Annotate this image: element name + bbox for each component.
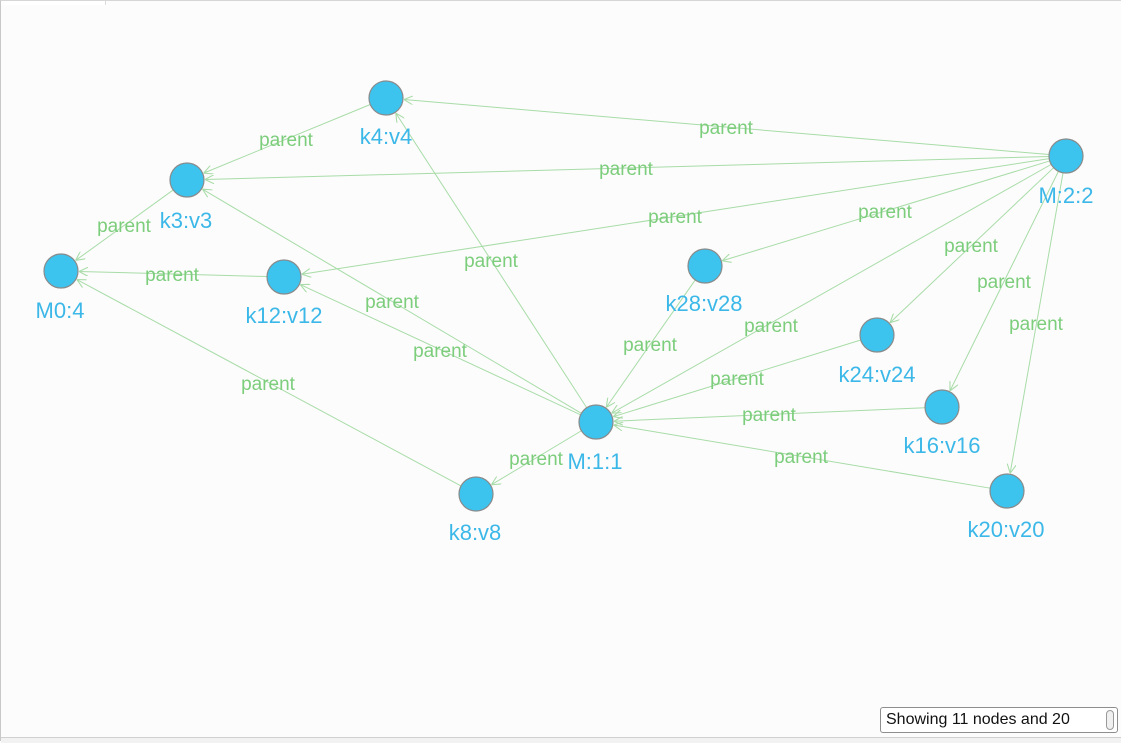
node-M0:4[interactable]: M0:4	[36, 253, 85, 323]
node-label: k20:v20	[967, 517, 1044, 542]
edge-M:1:1-to-k12:v12[interactable]	[300, 285, 581, 416]
edge-label: parent	[699, 118, 754, 139]
edge-M:2:2-to-k28:v28[interactable]	[722, 160, 1050, 261]
edge-label: parent	[1009, 314, 1064, 335]
edge-k28:v28-to-M:1:1[interactable]	[606, 279, 696, 407]
node-circle[interactable]	[43, 253, 79, 289]
edge-k3:v3-to-M0:4[interactable]	[76, 189, 174, 261]
edge-k24:v24-to-M:1:1[interactable]	[613, 339, 861, 417]
edge-label: parent	[365, 292, 420, 313]
node-k4:v4[interactable]: k4:v4	[360, 80, 413, 149]
edge-label: parent	[464, 251, 519, 272]
node-k3:v3[interactable]: k3:v3	[160, 162, 213, 233]
node-label: M0:4	[36, 298, 85, 323]
node-k8:v8[interactable]: k8:v8	[449, 476, 502, 545]
node-circle[interactable]	[169, 162, 205, 198]
edge-label: parent	[774, 447, 829, 468]
edge-k4:v4-to-k3:v3[interactable]	[204, 104, 371, 173]
edge-label: parent	[623, 335, 678, 356]
edge-label: parent	[259, 130, 314, 151]
edge-label: parent	[145, 265, 200, 286]
edge-label: parent	[241, 374, 296, 395]
edge-M:2:2-to-k3:v3[interactable]	[205, 155, 1050, 179]
edge-label: parent	[710, 369, 765, 390]
edge-M:2:2-to-k12:v12[interactable]	[302, 158, 1050, 275]
edge-M:2:2-to-M:1:1[interactable]	[612, 163, 1052, 413]
node-label: k3:v3	[160, 208, 213, 233]
edge-label: parent	[744, 316, 799, 337]
node-circle[interactable]	[859, 317, 895, 353]
edge-label: parent	[413, 341, 468, 362]
node-circle[interactable]	[989, 473, 1025, 509]
node-circle[interactable]	[1048, 138, 1084, 174]
node-k16:v16[interactable]: k16:v16	[903, 389, 981, 458]
edge-label: parent	[858, 202, 913, 223]
edge-M:2:2-to-k20:v20[interactable]	[1010, 172, 1064, 474]
node-k24:v24[interactable]: k24:v24	[838, 317, 916, 387]
node-circle[interactable]	[458, 476, 494, 512]
node-M:2:2[interactable]: M:2:2	[1038, 138, 1094, 208]
edges-layer	[76, 100, 1064, 489]
nodes-layer: M0:4 k3:v3 k4:v4 k12:v12 k8:v8 M:1:1 k28:v28 k2…	[36, 80, 1094, 545]
node-circle[interactable]	[578, 404, 614, 440]
edge-label: parent	[742, 405, 797, 426]
node-label: k4:v4	[360, 124, 413, 149]
node-label: M:1:1	[567, 449, 622, 474]
node-label: k28:v28	[665, 291, 742, 316]
edge-k12:v12-to-M0:4[interactable]	[79, 271, 268, 278]
node-label: k24:v24	[838, 362, 915, 387]
edge-M:1:1-to-k8:v8[interactable]	[491, 430, 582, 485]
edge-k8:v8-to-M0:4[interactable]	[77, 280, 462, 487]
edge-M:2:2-to-k4:v4[interactable]	[404, 100, 1050, 156]
edge-label: parent	[944, 236, 999, 257]
edge-k20:v20-to-M:1:1[interactable]	[614, 425, 991, 489]
node-k12:v12[interactable]: k12:v12	[245, 259, 323, 328]
node-label: M:2:2	[1038, 183, 1093, 208]
node-k28:v28[interactable]: k28:v28	[665, 248, 743, 316]
edge-label: parent	[977, 272, 1032, 293]
edge-label: parent	[97, 216, 152, 237]
edge-label: parent	[648, 207, 703, 228]
node-circle[interactable]	[368, 80, 404, 116]
node-k20:v20[interactable]: k20:v20	[967, 473, 1045, 542]
status-text: Showing 11 nodes and 20	[886, 711, 1070, 728]
edge-label: parent	[509, 449, 564, 470]
node-label: k16:v16	[903, 433, 980, 458]
node-label: k8:v8	[449, 520, 502, 545]
status-scrollbar[interactable]	[1106, 710, 1114, 730]
edge-M:1:1-to-k3:v3[interactable]	[202, 189, 582, 414]
edge-labels-layer: parent parent parent parent parent parent pare…	[97, 118, 1064, 470]
edge-k16:v16-to-M:1:1[interactable]	[614, 407, 926, 421]
node-circle[interactable]	[266, 259, 302, 295]
status-box[interactable]: Showing 11 nodes and 20	[880, 707, 1118, 733]
edge-M:1:1-to-k4:v4[interactable]	[396, 113, 588, 409]
edge-M:2:2-to-k24:v24[interactable]	[890, 167, 1055, 323]
tab-strip	[1, 1, 106, 5]
node-circle[interactable]	[687, 248, 723, 284]
bottom-bar	[1, 737, 1121, 743]
edge-M:2:2-to-k16:v16[interactable]	[950, 171, 1059, 391]
edge-label: parent	[599, 159, 654, 180]
node-label: k12:v12	[245, 303, 322, 328]
node-M:1:1[interactable]: M:1:1	[567, 404, 623, 474]
node-circle[interactable]	[924, 389, 960, 425]
